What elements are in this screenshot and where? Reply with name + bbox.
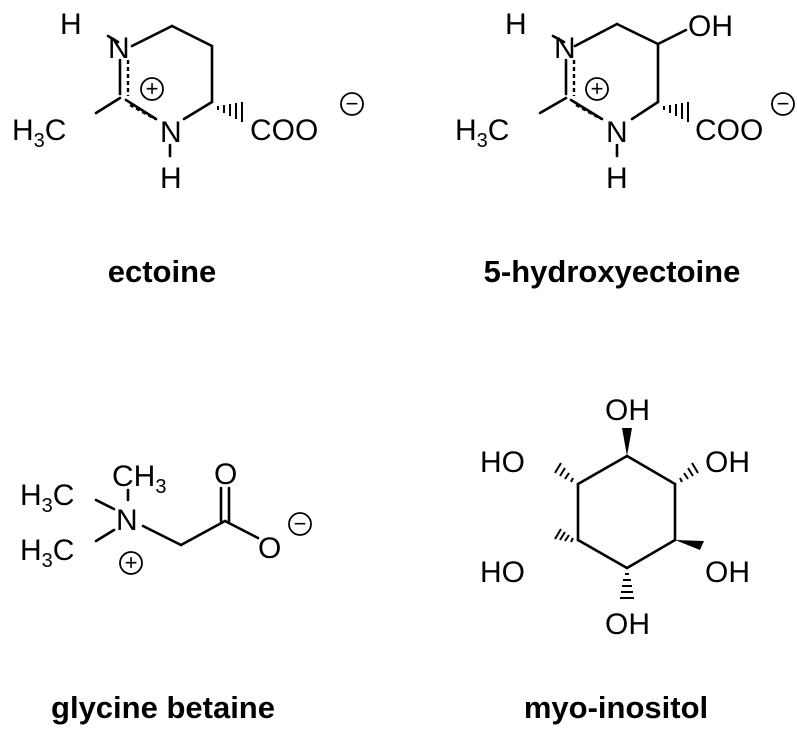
- hashed-bond: [620, 573, 634, 599]
- bond: [551, 34, 566, 44]
- bond: [94, 528, 116, 543]
- methyl-group: H3C: [455, 114, 509, 152]
- charge-label: +: [146, 76, 159, 101]
- molecule-name: 5-hydroxyectoine: [484, 254, 741, 289]
- bond: [576, 454, 629, 486]
- atom-h: H: [60, 8, 82, 41]
- hydroxyl-group: OH: [688, 10, 733, 43]
- atom-h: H: [606, 162, 628, 195]
- positive-charge-icon: [119, 551, 143, 575]
- bond: [538, 96, 568, 115]
- positive-charge-icon: [585, 77, 609, 101]
- bond: [576, 538, 629, 570]
- wedge-bond: [622, 428, 632, 456]
- methyl-group: H3C: [12, 114, 66, 152]
- carboxylate-group: COO: [250, 114, 318, 147]
- myo-inositol-structure: OH HO OH HO OH OH myo-inositol: [480, 394, 750, 725]
- bond: [141, 524, 183, 547]
- molecule-name: ectoine: [108, 254, 217, 289]
- ectoine-structure: H N + H3C N H COO − ectoine: [12, 8, 364, 289]
- bond: [170, 24, 214, 48]
- hashed-bond: [554, 528, 574, 543]
- bond: [106, 34, 120, 44]
- charge-label: −: [346, 91, 359, 116]
- hashed-bond: [679, 462, 699, 483]
- charge-label: +: [591, 76, 604, 101]
- atom-h: H: [505, 8, 527, 41]
- atom-n: N: [554, 32, 576, 65]
- bond: [94, 498, 116, 511]
- hydroxyl-group: OH: [705, 556, 750, 589]
- bond-delocalized: [575, 103, 602, 121]
- wedge-bond: [675, 540, 704, 550]
- charge-label: +: [125, 550, 138, 575]
- hashed-bond: [217, 102, 243, 122]
- atom-n: N: [108, 32, 130, 65]
- atom-n: N: [606, 116, 628, 149]
- bond: [182, 100, 214, 121]
- bond: [94, 96, 122, 115]
- negative-charge-icon: [288, 512, 312, 536]
- atom-o: O: [214, 458, 237, 491]
- bond: [630, 100, 660, 121]
- hydroxyl-group: HO: [480, 556, 525, 589]
- bond: [573, 22, 619, 48]
- molecule-name: glycine betaine: [51, 690, 275, 725]
- hashed-bond: [554, 462, 574, 483]
- molecule-name: myo-inositol: [524, 690, 708, 725]
- hashed-bond: [663, 102, 689, 122]
- methyl-group: H3C: [20, 479, 74, 517]
- charge-label: −: [777, 91, 790, 116]
- hydroxyl-group: HO: [480, 446, 525, 479]
- negative-charge-icon: [340, 92, 364, 116]
- methyl-group: H3C: [20, 534, 74, 572]
- hydroxyl-group: OH: [705, 446, 750, 479]
- charge-label: −: [294, 511, 307, 536]
- bond: [130, 24, 174, 48]
- atom-n: N: [160, 116, 182, 149]
- bond: [625, 454, 677, 486]
- methyl-group-top: CH3: [112, 460, 166, 498]
- bond: [656, 28, 688, 46]
- atom-n: N: [116, 504, 138, 537]
- glycine-betaine-structure: CH3 H3C H3C N + O O − glycine betaine: [20, 458, 312, 725]
- positive-charge-icon: [140, 77, 164, 101]
- carboxylate-group: COO: [695, 114, 763, 147]
- atom-o: O: [258, 532, 281, 565]
- hydroxyectoine-structure: H N + OH H3C N H COO − 5-hydroxyectoine: [455, 8, 795, 289]
- atom-h: H: [160, 162, 182, 195]
- hydroxyl-group: OH: [605, 394, 650, 427]
- bond-delocalized: [129, 103, 156, 121]
- negative-charge-icon: [771, 92, 795, 116]
- hydroxyl-group: OH: [605, 608, 650, 641]
- bond: [615, 22, 660, 46]
- bond: [223, 519, 260, 540]
- bond: [179, 519, 227, 547]
- bond: [625, 538, 677, 570]
